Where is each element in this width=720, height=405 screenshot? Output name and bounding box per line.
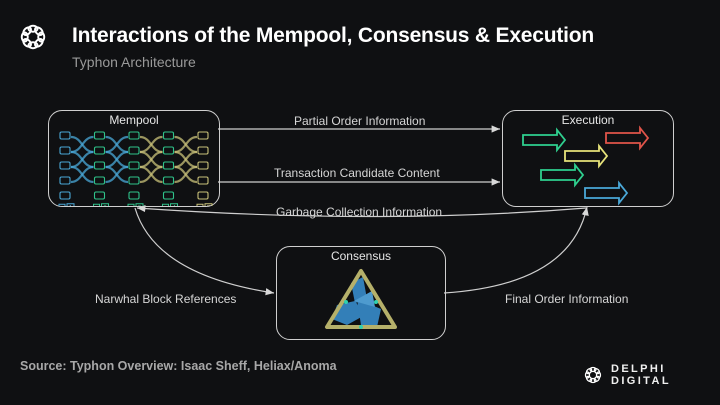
delphi-logo-icon xyxy=(20,24,46,50)
dag-vertex xyxy=(59,176,71,185)
dag-edge xyxy=(174,135,198,154)
consensus-node: Consensus xyxy=(276,246,446,340)
validator-icon xyxy=(58,203,66,206)
consensus-triangle-graphic xyxy=(325,269,397,329)
dag-vertex xyxy=(93,146,106,155)
validator-icon xyxy=(127,203,135,206)
execution-arrow xyxy=(584,180,629,206)
dag-edge xyxy=(105,135,129,154)
dag-vertex xyxy=(162,176,175,185)
consensus-shard xyxy=(357,299,381,327)
brand: DELPHI DIGITAL xyxy=(583,363,720,387)
dag-vertex xyxy=(93,176,106,185)
validator-icon xyxy=(196,203,204,206)
dag-vertex xyxy=(59,146,71,155)
edge-garbage xyxy=(136,204,587,218)
dag-vertex xyxy=(128,176,140,185)
dag-edge xyxy=(139,150,163,169)
brand-name: DELPHI DIGITAL xyxy=(610,363,671,387)
validator-badge xyxy=(170,203,178,206)
dag-edge xyxy=(70,135,94,154)
consensus-shard xyxy=(354,291,375,307)
validator-badge xyxy=(101,203,109,206)
delphi-logo-icon xyxy=(584,366,602,384)
dag-vertex xyxy=(197,191,209,200)
consensus-vertex xyxy=(344,300,348,304)
dag-edge xyxy=(174,165,198,184)
execution-arrow xyxy=(605,125,650,151)
dag-edge xyxy=(139,165,163,184)
dag-vertex xyxy=(128,146,140,155)
validator-badge xyxy=(204,203,213,206)
execution-arrow xyxy=(522,127,567,153)
execution-arrows xyxy=(522,125,650,206)
dag-vertex xyxy=(128,191,140,200)
edge-label-narwhal: Narwhal Block References xyxy=(95,292,237,306)
dag-vertex xyxy=(59,161,71,170)
dag-vertex xyxy=(128,161,140,170)
edge-narwhal xyxy=(134,207,275,296)
dag-edge xyxy=(139,135,163,154)
dag-edge xyxy=(70,165,94,184)
dag-edge xyxy=(174,150,198,169)
dag-vertex xyxy=(197,131,209,140)
consensus-vertex xyxy=(374,300,378,304)
edge-final-order xyxy=(443,206,589,294)
page-subtitle: Typhon Architecture xyxy=(72,54,196,70)
edge-label-partial-order: Partial Order Information xyxy=(294,114,426,128)
dag-vertex xyxy=(197,146,209,155)
validator-icon xyxy=(93,203,100,206)
dag-vertex xyxy=(162,146,175,155)
dag-vertex xyxy=(197,161,209,170)
dag-edge xyxy=(105,165,129,184)
consensus-label: Consensus xyxy=(330,249,392,263)
execution-label: Execution xyxy=(561,113,615,127)
dag-vertex xyxy=(162,131,175,140)
dag-vertex xyxy=(197,176,209,185)
execution-arrow xyxy=(540,162,585,188)
validator-badge xyxy=(135,203,144,206)
dag-vertex xyxy=(162,191,175,200)
edge-label-tx-candidate: Transaction Candidate Content xyxy=(274,166,440,180)
dag-vertex xyxy=(93,191,106,200)
edge-label-final-order: Final Order Information xyxy=(505,292,629,306)
execution-arrow xyxy=(564,143,609,169)
mempool-dag: 12345 xyxy=(58,131,213,206)
validator-icon xyxy=(162,203,169,206)
mempool-node: Mempool 12345 xyxy=(48,110,220,207)
execution-node: Execution xyxy=(502,110,674,207)
dag-vertex xyxy=(93,161,106,170)
dag-edge xyxy=(70,150,94,169)
dag-vertex xyxy=(93,131,106,140)
dag-edge xyxy=(105,150,129,169)
source-citation: Source: Typhon Overview: Isaac Sheff, He… xyxy=(20,359,337,373)
dag-vertex xyxy=(162,161,175,170)
dag-vertex xyxy=(59,191,71,200)
validator-badge xyxy=(66,203,75,206)
mempool-label: Mempool xyxy=(109,113,159,127)
consensus-vertex xyxy=(359,325,363,329)
page-title: Interactions of the Mempool, Consensus &… xyxy=(72,24,595,47)
dag-vertex xyxy=(59,131,71,140)
edge-label-garbage: Garbage Collection Information xyxy=(276,205,443,219)
dag-vertex xyxy=(128,131,140,140)
